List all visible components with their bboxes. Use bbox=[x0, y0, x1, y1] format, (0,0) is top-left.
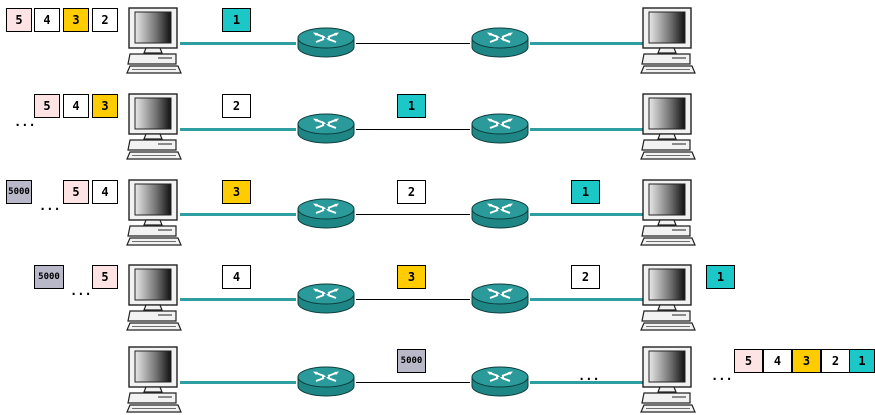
packet: 2 bbox=[92, 8, 118, 32]
router-icon bbox=[471, 283, 529, 314]
router-icon bbox=[471, 366, 529, 397]
router-icon bbox=[297, 27, 355, 58]
packet: 3 bbox=[222, 180, 251, 204]
backbone-line bbox=[356, 43, 470, 44]
computer-icon bbox=[126, 264, 182, 331]
ellipsis-label: ... bbox=[39, 199, 61, 213]
backbone-line bbox=[356, 129, 470, 130]
packet: 5 bbox=[34, 94, 60, 118]
router-icon bbox=[297, 198, 355, 229]
link-line bbox=[530, 213, 646, 216]
link-line bbox=[530, 128, 646, 131]
backbone-line bbox=[356, 214, 470, 215]
router-icon bbox=[471, 198, 529, 229]
link-line bbox=[180, 298, 296, 301]
packet: 2 bbox=[821, 349, 850, 373]
computer-icon bbox=[640, 264, 696, 331]
backbone-line bbox=[356, 382, 470, 383]
packet: 3 bbox=[92, 94, 118, 118]
packet: 1 bbox=[571, 180, 600, 204]
computer-icon bbox=[640, 179, 696, 246]
router-icon bbox=[297, 366, 355, 397]
link-line bbox=[180, 213, 296, 216]
computer-icon bbox=[640, 93, 696, 160]
computer-icon bbox=[640, 346, 696, 413]
packet: 2 bbox=[397, 180, 426, 204]
packet: 5 bbox=[734, 349, 763, 373]
packet: 5000 bbox=[34, 265, 64, 289]
packet: 5 bbox=[63, 180, 89, 204]
ellipsis-label: ... bbox=[70, 284, 92, 298]
link-line bbox=[180, 128, 296, 131]
packet: 5000 bbox=[6, 180, 32, 204]
computer-icon bbox=[126, 346, 182, 413]
packet: 2 bbox=[571, 265, 600, 289]
packet: 4 bbox=[63, 94, 89, 118]
packet: 4 bbox=[222, 265, 251, 289]
router-icon bbox=[471, 27, 529, 58]
computer-icon bbox=[126, 7, 182, 74]
ellipsis-label: ... bbox=[578, 369, 600, 383]
packet: 3 bbox=[63, 8, 89, 32]
packet: 1 bbox=[397, 94, 426, 118]
router-icon bbox=[297, 283, 355, 314]
backbone-line bbox=[356, 299, 470, 300]
computer-icon bbox=[640, 7, 696, 74]
ellipsis-label: ... bbox=[14, 115, 36, 129]
packet: 4 bbox=[763, 349, 792, 373]
router-icon bbox=[471, 113, 529, 144]
packet: 3 bbox=[397, 265, 426, 289]
packet: 1 bbox=[222, 8, 251, 32]
link-line bbox=[530, 42, 646, 45]
packet: 4 bbox=[34, 8, 60, 32]
packet: 4 bbox=[92, 180, 118, 204]
router-icon bbox=[297, 113, 355, 144]
computer-icon bbox=[126, 93, 182, 160]
link-line bbox=[180, 381, 296, 384]
packet: 5 bbox=[92, 265, 118, 289]
computer-icon bbox=[126, 179, 182, 246]
ellipsis-label: ... bbox=[711, 369, 733, 383]
link-line bbox=[530, 381, 646, 384]
packet: 2 bbox=[222, 94, 251, 118]
link-line bbox=[530, 298, 646, 301]
link-line bbox=[180, 42, 296, 45]
packet: 5 bbox=[6, 8, 32, 32]
packet: 1 bbox=[706, 265, 735, 289]
packet: 5000 bbox=[397, 349, 426, 373]
packet: 1 bbox=[849, 349, 875, 373]
packet: 3 bbox=[792, 349, 821, 373]
